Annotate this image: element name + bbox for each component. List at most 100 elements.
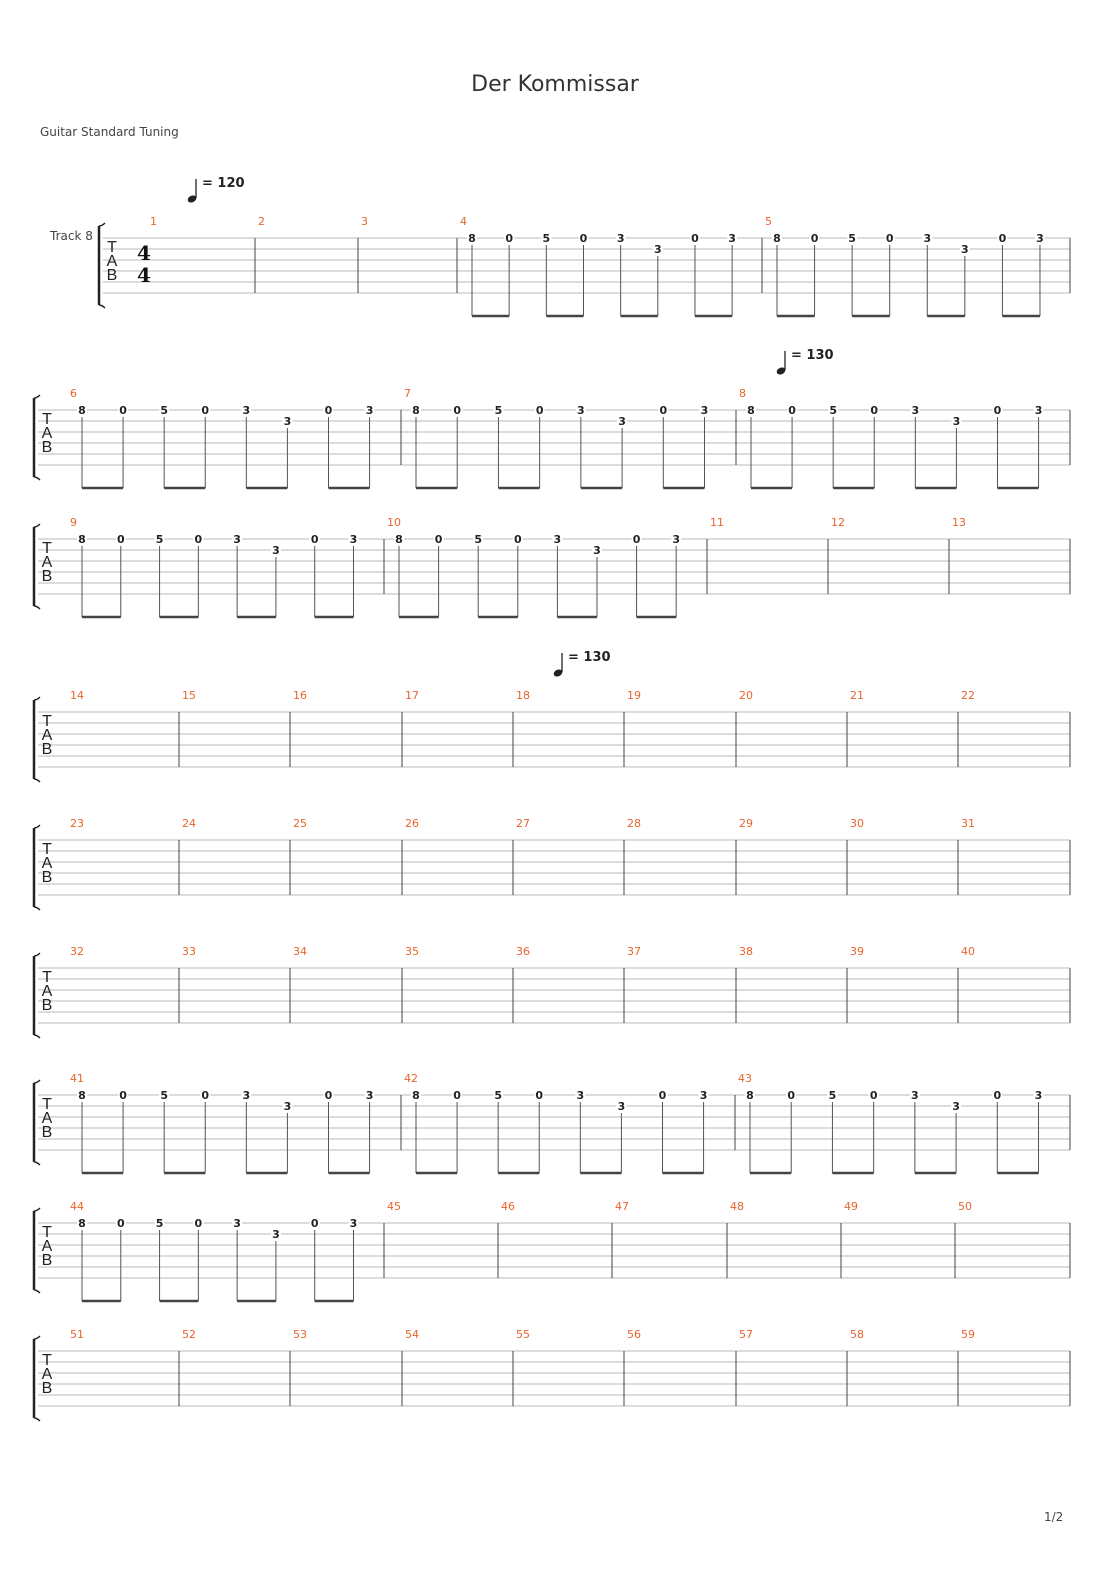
fret-number: 3 — [700, 1089, 708, 1102]
fret-number: 3 — [923, 232, 931, 245]
time-signature-top: 4 — [137, 241, 151, 265]
fret-note-bg — [411, 404, 421, 415]
fret-note-bg — [115, 533, 126, 544]
fret-note-bg — [828, 404, 839, 415]
fret-number: 8 — [412, 404, 420, 417]
fret-number: 3 — [576, 1089, 584, 1102]
measure-number: 21 — [850, 689, 864, 702]
fret-note-bg — [364, 1089, 375, 1100]
tempo-marking: = 130 — [568, 650, 611, 665]
fret-number: 3 — [233, 533, 241, 546]
tab-clef-letter: T — [42, 411, 52, 428]
measure-number: 46 — [501, 1200, 515, 1213]
tab-clef-letter: B — [42, 997, 53, 1014]
fret-number: 3 — [272, 544, 280, 557]
fret-number: 8 — [78, 404, 86, 417]
fret-note-bg — [910, 404, 921, 415]
fret-note-bg — [922, 232, 933, 243]
fret-number: 3 — [350, 1217, 358, 1230]
measure-number: 35 — [405, 945, 419, 958]
fret-note-bg — [578, 232, 589, 243]
fret-note-bg — [232, 533, 243, 544]
system-bracket-hook — [33, 1079, 41, 1166]
fret-note-bg — [193, 533, 204, 544]
fret-note-bg — [77, 404, 87, 415]
fret-number: 5 — [160, 1089, 168, 1102]
measure-number: 32 — [70, 945, 84, 958]
fret-number: 0 — [117, 1217, 125, 1230]
fret-number: 0 — [633, 533, 641, 546]
fret-number: 0 — [117, 533, 125, 546]
fret-note-bg — [154, 533, 165, 544]
fret-number: 0 — [870, 404, 878, 417]
measure-number: 51 — [70, 1328, 84, 1341]
system-bracket-hook — [33, 394, 41, 481]
fret-number: 8 — [78, 1089, 86, 1102]
measure-number: 16 — [293, 689, 307, 702]
fret-note-bg — [364, 404, 375, 415]
measure-number: 55 — [516, 1328, 530, 1341]
fret-note-bg — [534, 1089, 545, 1100]
measure-number: 7 — [404, 387, 411, 400]
fret-note-bg — [541, 232, 552, 243]
fret-note-bg — [552, 533, 563, 544]
fret-note-bg — [512, 533, 523, 544]
fret-note-bg — [992, 404, 1003, 415]
fret-note-bg — [534, 404, 545, 415]
fret-number: 3 — [961, 243, 969, 256]
tab-clef-letter: T — [42, 540, 52, 557]
measure-number: 50 — [958, 1200, 972, 1213]
fret-number: 0 — [325, 1089, 333, 1102]
fret-number: 0 — [325, 404, 333, 417]
fret-note-bg — [348, 533, 359, 544]
fret-note-bg — [433, 533, 444, 544]
fret-number: 0 — [886, 232, 894, 245]
fret-number: 5 — [495, 404, 503, 417]
measure-number: 2 — [258, 215, 265, 228]
fret-note-bg — [827, 1089, 838, 1100]
tab-clef-letter: A — [107, 253, 118, 270]
tab-clef-letter: B — [42, 568, 53, 585]
fret-note-bg — [154, 1217, 165, 1228]
measure-number: 57 — [739, 1328, 753, 1341]
tab-clef-letter: T — [107, 239, 117, 256]
track-label: Track 8 — [49, 229, 93, 243]
tab-clef-letter: A — [42, 1238, 53, 1255]
measure-number: 23 — [70, 817, 84, 830]
measure-number: 1 — [150, 215, 157, 228]
fret-note-bg — [652, 243, 663, 254]
fret-number: 8 — [746, 1089, 754, 1102]
fret-number: 0 — [311, 533, 319, 546]
fret-number: 0 — [453, 404, 461, 417]
fret-number: 3 — [617, 232, 625, 245]
score-title: Der Kommissar — [471, 72, 639, 97]
fret-number: 0 — [659, 404, 667, 417]
fret-note-bg — [493, 404, 504, 415]
fret-number: 3 — [577, 404, 585, 417]
fret-note-bg — [473, 533, 484, 544]
tab-clef-letter: T — [42, 841, 52, 858]
tab-clef-letter: A — [42, 1110, 53, 1127]
measure-number: 58 — [850, 1328, 864, 1341]
fret-note-bg — [467, 232, 477, 243]
tab-clef-letter: T — [42, 969, 52, 986]
fret-number: 3 — [272, 1228, 280, 1241]
fret-note-bg — [847, 232, 858, 243]
measure-number: 47 — [615, 1200, 629, 1213]
tempo-quarter-note — [187, 195, 197, 203]
fret-note-bg — [323, 1089, 334, 1100]
fret-number: 3 — [701, 404, 709, 417]
fret-number: 3 — [672, 533, 680, 546]
fret-note-bg — [309, 533, 320, 544]
fret-number: 8 — [773, 232, 781, 245]
measure-number: 31 — [961, 817, 975, 830]
page-indicator: 1/2 — [1044, 1510, 1064, 1524]
tab-clef-letter: A — [42, 983, 53, 1000]
measure-number: 3 — [361, 215, 368, 228]
measure-number: 54 — [405, 1328, 419, 1341]
